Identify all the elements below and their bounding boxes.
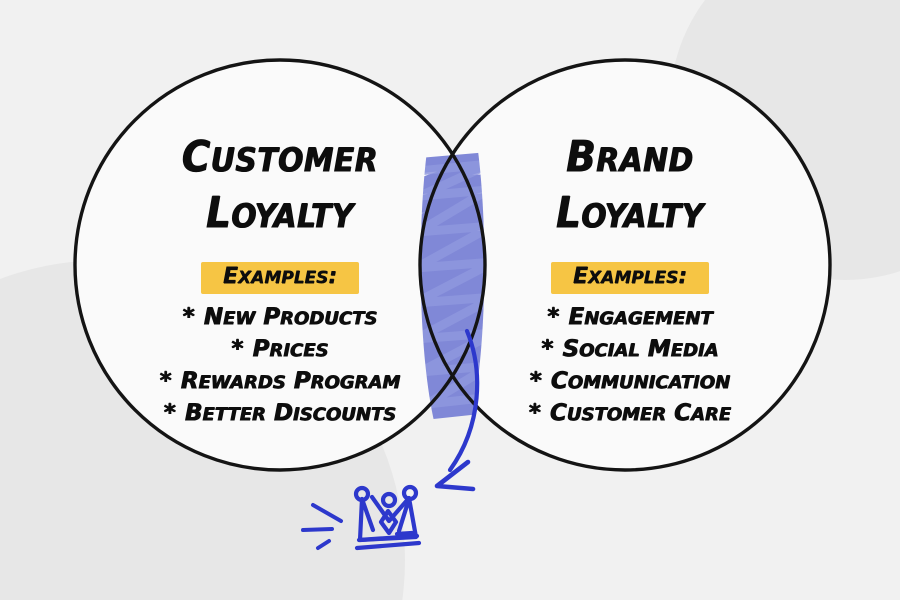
pointer-arrow <box>447 328 480 473</box>
pointer-arrowhead <box>434 459 476 492</box>
right-circle-outline <box>418 58 832 472</box>
left-circle-outline <box>73 58 487 472</box>
sparkle-marks <box>301 503 343 550</box>
crown-icon <box>353 484 422 551</box>
